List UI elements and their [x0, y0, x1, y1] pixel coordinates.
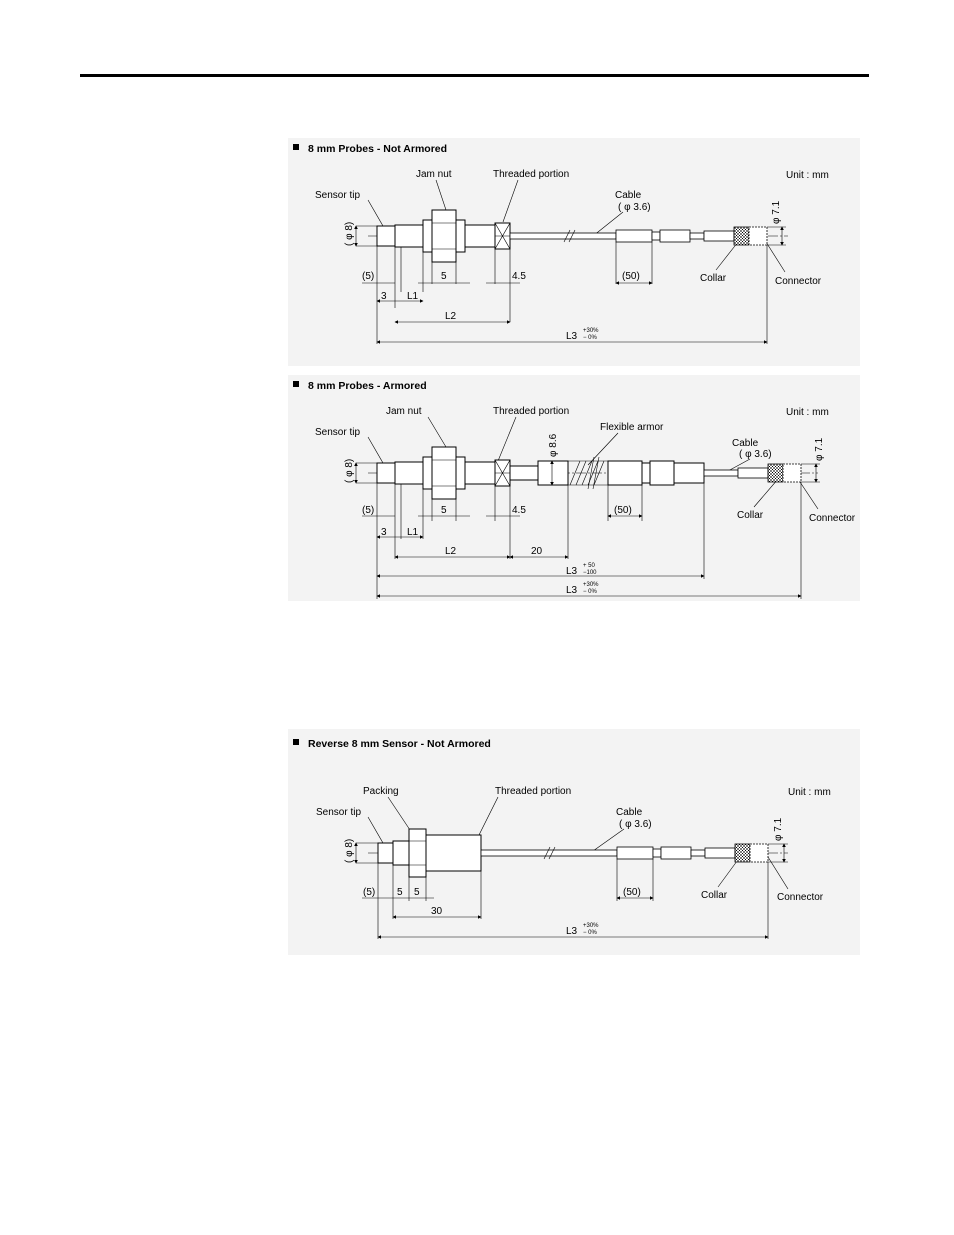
- dim-5-paren: (5): [363, 887, 375, 898]
- dim-L3-armor-tol-dn: −100: [583, 570, 597, 576]
- diagram-title: Reverse 8 mm Sensor - Not Armored: [308, 738, 491, 750]
- dim-L3-tol-dn: − 0%: [583, 589, 598, 595]
- label-packing: Packing: [363, 786, 399, 797]
- dim-dia-7-1: φ 7.1: [771, 200, 782, 224]
- dim-5-b: 5: [414, 887, 420, 898]
- diagram-title: 8 mm Probes - Armored: [308, 380, 427, 392]
- dim-dia-7-1: φ 7.1: [773, 817, 784, 841]
- unit-label: Unit : mm: [786, 407, 829, 418]
- dim-L1: L1: [407, 527, 419, 538]
- dim-50-paren: (50): [614, 505, 632, 516]
- label-sensor-tip: Sensor tip: [315, 190, 360, 201]
- title-bullet: [293, 381, 299, 387]
- dim-30: 30: [431, 906, 443, 917]
- label-sensor-tip: Sensor tip: [316, 807, 361, 818]
- label-connector: Connector: [777, 892, 824, 903]
- diagram-reverse-drawing: Reverse 8 mm Sensor - Not Armored Unit :…: [293, 738, 831, 939]
- dim-5: 5: [441, 505, 447, 516]
- diagram-not-armored-drawing: 8 mm Probes - Not Armored Unit : mm Sens…: [293, 143, 829, 344]
- dim-L3: L3: [566, 585, 578, 596]
- dim-50-paren: (50): [622, 271, 640, 282]
- label-threaded-portion: Threaded portion: [493, 406, 569, 417]
- title-bullet: [293, 144, 299, 150]
- dim-L3-armor-tol-up: + 50: [583, 563, 596, 569]
- label-cable-diameter: ( φ 3.6): [619, 819, 652, 830]
- dim-L1: L1: [407, 291, 419, 302]
- dim-20: 20: [531, 546, 543, 557]
- dim-L2: L2: [445, 311, 457, 322]
- label-collar: Collar: [700, 273, 727, 284]
- header-rule: [80, 74, 869, 77]
- label-cable: Cable: [616, 807, 643, 818]
- dim-dia-8: ( φ 8): [344, 839, 355, 863]
- label-jam-nut: Jam nut: [416, 169, 452, 180]
- dim-dia-8-6: φ 8.6: [548, 433, 559, 457]
- label-cable-diameter: ( φ 3.6): [739, 449, 772, 460]
- dim-L3: L3: [566, 331, 578, 342]
- label-cable-diameter: ( φ 3.6): [618, 202, 651, 213]
- label-flexible-armor: Flexible armor: [600, 422, 664, 433]
- diagram-armored: 8 mm Probes - Armored Unit : mm Sensor t…: [288, 375, 860, 601]
- title-bullet: [293, 739, 299, 745]
- dim-3: 3: [381, 527, 387, 538]
- dim-L2: L2: [445, 546, 457, 557]
- diagram-not-armored: 8 mm Probes - Not Armored Unit : mm Sens…: [288, 138, 860, 366]
- label-cable: Cable: [732, 438, 759, 449]
- diagram-reverse-not-armored: Reverse 8 mm Sensor - Not Armored Unit :…: [288, 729, 860, 955]
- label-threaded-portion: Threaded portion: [493, 169, 569, 180]
- dim-L3-tol-up: +30%: [583, 582, 599, 588]
- dim-50-paren: (50): [623, 887, 641, 898]
- unit-label: Unit : mm: [788, 787, 831, 798]
- dim-dia-8: ( φ 8): [344, 459, 355, 483]
- dim-dia-7-1: φ 7.1: [814, 437, 825, 461]
- dim-5-a: 5: [397, 887, 403, 898]
- dim-4-5: 4.5: [512, 505, 526, 516]
- label-sensor-tip: Sensor tip: [315, 427, 360, 438]
- label-cable: Cable: [615, 190, 642, 201]
- unit-label: Unit : mm: [786, 170, 829, 181]
- dim-L3-tol-up: +30%: [583, 923, 599, 929]
- dim-L3-tol-dn: − 0%: [583, 930, 598, 936]
- label-connector: Connector: [809, 513, 856, 524]
- diagram-title: 8 mm Probes - Not Armored: [308, 143, 447, 155]
- label-jam-nut: Jam nut: [386, 406, 422, 417]
- dim-L3-tol-up: +30%: [583, 328, 599, 334]
- label-threaded-portion: Threaded portion: [495, 786, 571, 797]
- dim-L3-armor: L3: [566, 566, 578, 577]
- label-collar: Collar: [701, 890, 728, 901]
- dim-dia-8: ( φ 8): [344, 222, 355, 246]
- dim-4-5: 4.5: [512, 271, 526, 282]
- dim-5: 5: [441, 271, 447, 282]
- dim-L3: L3: [566, 926, 578, 937]
- dim-5-paren: (5): [362, 505, 374, 516]
- label-collar: Collar: [737, 510, 764, 521]
- dim-5-paren: (5): [362, 271, 374, 282]
- dim-3: 3: [381, 291, 387, 302]
- diagram-armored-drawing: 8 mm Probes - Armored Unit : mm Sensor t…: [293, 380, 856, 599]
- dim-L3-tol-dn: − 0%: [583, 335, 598, 341]
- label-connector: Connector: [775, 276, 822, 287]
